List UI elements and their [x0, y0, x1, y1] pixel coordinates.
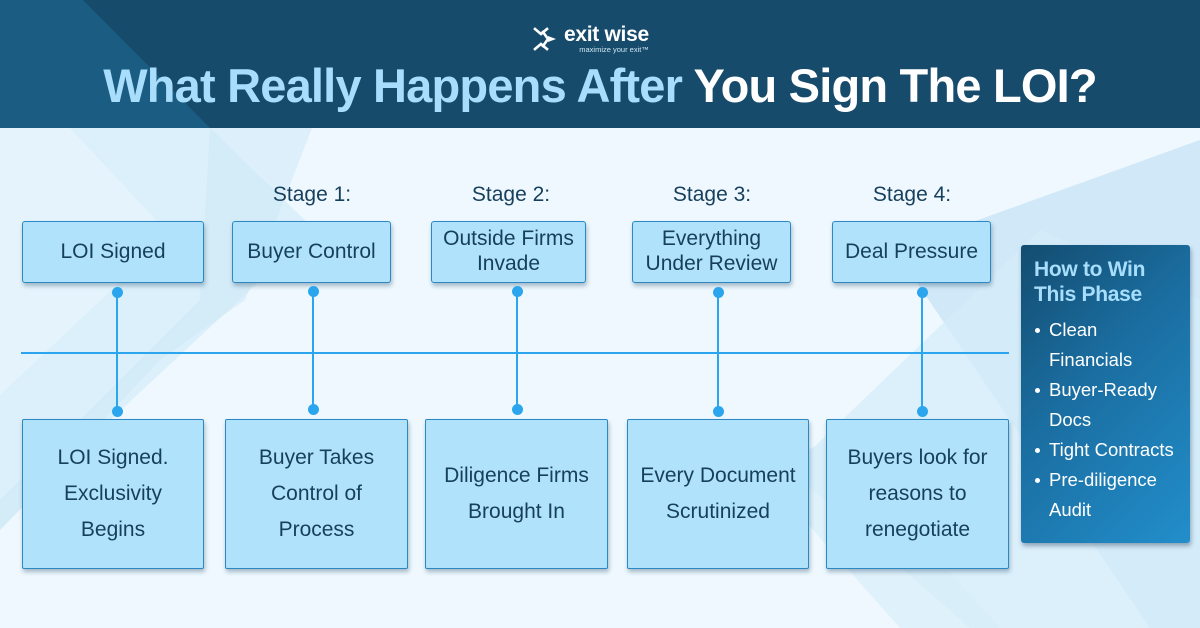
stage-heading-text: Buyer Control — [247, 239, 376, 263]
brand-name: exit wise — [564, 23, 649, 47]
timeline-dot-top-0 — [111, 287, 123, 298]
stage-label-3: Stage 3: — [672, 183, 752, 206]
stage-heading-text: Everything Under Review — [645, 227, 778, 275]
timeline-dot-bottom-2 — [511, 404, 523, 415]
panel-list-item: Clean Financials — [1034, 315, 1180, 375]
brand-tagline: maximize your exit™ — [579, 45, 649, 55]
stage-description-text: Buyers look for reasons to renegotiate — [847, 445, 988, 542]
stage-heading-text: Deal Pressure — [844, 239, 979, 263]
stage-description-text: Buyer Takes Control of Process — [258, 445, 375, 542]
stage-heading-text: LOI Signed — [60, 239, 166, 263]
title-part-light: What Really Happens After — [103, 59, 694, 112]
stage-heading-box-4: Deal Pressure — [832, 221, 991, 283]
timeline-connector-3 — [716, 292, 720, 411]
stage-heading-box-1: Buyer Control — [232, 221, 391, 283]
stage-label-2: Stage 2: — [471, 183, 551, 206]
panel-list-item: Pre-diligence Audit — [1034, 465, 1180, 525]
panel-list-item: Tight Contracts — [1034, 435, 1180, 465]
stage-description-text: Every Document Scrutinized — [640, 463, 796, 523]
timeline-connector-2 — [515, 292, 519, 411]
timeline-axis — [21, 352, 1009, 355]
stage-description-box-3: Every Document Scrutinized — [627, 419, 809, 569]
timeline-dot-bottom-0 — [111, 406, 123, 417]
header-banner: exit wise maximize your exit™ What Reall… — [0, 0, 1200, 128]
stage-heading-box-0: LOI Signed — [22, 221, 204, 283]
timeline-dot-top-2 — [511, 286, 523, 297]
stage-heading-box-2: Outside Firms Invade — [431, 221, 586, 283]
brand-logo: exit wise maximize your exit™ — [532, 22, 649, 56]
stage-description-box-1: Buyer Takes Control of Process — [225, 419, 408, 569]
stage-description-text: Diligence Firms Brought In — [444, 463, 589, 523]
stage-heading-text: Outside Firms Invade — [443, 227, 574, 275]
timeline-connector-4 — [920, 292, 924, 411]
stage-description-box-2: Diligence Firms Brought In — [425, 419, 608, 569]
timeline-dot-top-4 — [916, 287, 928, 298]
timeline-dot-top-1 — [307, 286, 319, 297]
timeline-connector-0 — [115, 292, 119, 411]
stage-label-1: Stage 1: — [272, 183, 352, 206]
how-to-win-panel: How to Win This Phase Clean Financials B… — [1021, 245, 1190, 543]
stage-description-box-0: LOI Signed. Exclusivity Begins — [22, 419, 204, 569]
timeline-dot-bottom-4 — [916, 406, 928, 417]
page-title: What Really Happens After You Sign The L… — [0, 58, 1200, 113]
timeline-dot-bottom-3 — [712, 406, 724, 417]
header-diagonal-decor — [0, 0, 210, 128]
timeline-connector-1 — [311, 292, 315, 411]
timeline-dot-top-3 — [712, 287, 724, 298]
panel-list: Clean Financials Buyer-Ready Docs Tight … — [1034, 315, 1180, 525]
stage-heading-box-3: Everything Under Review — [632, 221, 791, 283]
panel-title: How to Win This Phase — [1034, 258, 1146, 307]
stage-description-box-4: Buyers look for reasons to renegotiate — [826, 419, 1009, 569]
exitwise-arrows-logo-icon — [533, 27, 556, 51]
stage-description-text: LOI Signed. Exclusivity Begins — [57, 445, 169, 542]
stage-label-4: Stage 4: — [872, 183, 952, 206]
panel-list-item: Buyer-Ready Docs — [1034, 375, 1180, 435]
title-part-white: You Sign The LOI? — [693, 59, 1098, 112]
timeline-dot-bottom-1 — [307, 404, 319, 415]
